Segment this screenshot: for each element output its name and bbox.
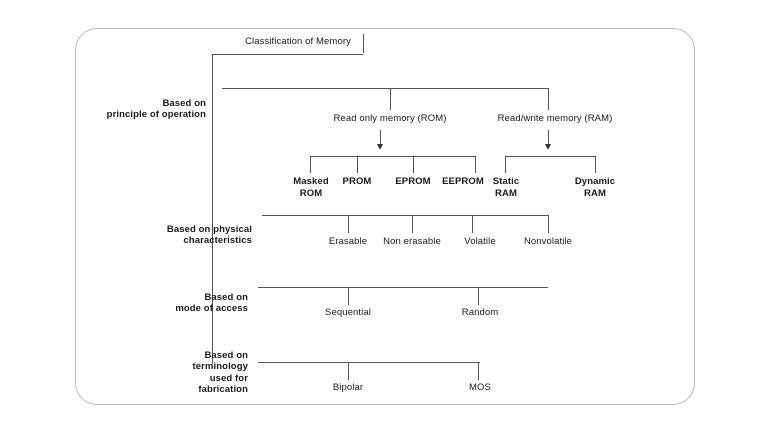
dynamic-ram-drop (595, 156, 596, 173)
leaf-volatile: Volatile (464, 236, 496, 247)
ram-drop-line (548, 88, 549, 110)
erasable-drop (348, 215, 349, 233)
leaf-non-erasable: Non erasable (383, 236, 441, 247)
branch-label-mode-of-access: Based on mode of access (175, 291, 248, 315)
leaf-static-ram: Static RAM (492, 176, 520, 199)
branch-label-principle-of-operation: Based on principle of operation (106, 97, 206, 121)
principle-branch-bar (222, 88, 548, 89)
rom-arrow-head (377, 144, 383, 150)
volatile-drop (472, 215, 473, 233)
rom-arrow-shaft (380, 130, 381, 145)
rom-children-bar (310, 156, 475, 157)
leaf-erasable: Erasable (328, 236, 368, 247)
leaf-eeprom: EEPROM (442, 176, 484, 187)
eeprom-drop (475, 156, 476, 173)
main-trunk-line (212, 88, 213, 364)
leaf-nonvolatile: Nonvolatile (523, 236, 573, 247)
mode-access-branch-bar (258, 287, 548, 288)
physical-branch-bar (262, 215, 548, 216)
ram-arrow-shaft (548, 130, 549, 145)
page-title: Classification of Memory (245, 36, 351, 47)
title-right-tick (363, 34, 364, 53)
diagram-frame (75, 28, 695, 405)
leaf-mos: MOS (469, 382, 491, 393)
leaf-masked-rom: Masked ROM (293, 176, 329, 199)
leaf-random: Random (461, 307, 499, 318)
prom-drop (357, 156, 358, 173)
ram-children-bar (505, 156, 595, 157)
mos-drop (478, 362, 479, 380)
leaf-bipolar: Bipolar (332, 382, 364, 393)
masked-rom-drop (310, 156, 311, 173)
leaf-eprom: EPROM (395, 176, 431, 187)
title-connector-vertical (212, 54, 213, 88)
random-drop (478, 287, 479, 305)
node-label-ram: Read/write memory (RAM) (497, 113, 613, 124)
non-erasable-drop (412, 215, 413, 233)
leaf-prom: PROM (342, 176, 372, 187)
ram-arrow-head (545, 144, 551, 150)
static-ram-drop (505, 156, 506, 173)
rom-drop-line (390, 88, 391, 110)
leaf-dynamic-ram: Dynamic RAM (574, 176, 616, 199)
leaf-sequential: Sequential (325, 307, 371, 318)
branch-label-physical-characteristics: Based on physical characteristics (166, 223, 252, 247)
node-label-rom: Read only memory (ROM) (333, 113, 447, 124)
terminology-branch-bar (258, 362, 480, 363)
branch-label-terminology-fabrication: Based on terminology used for fabricatio… (192, 349, 248, 396)
bipolar-drop (348, 362, 349, 380)
sequential-drop (348, 287, 349, 305)
eprom-drop (413, 156, 414, 173)
nonvolatile-drop (548, 215, 549, 233)
title-connector-horizontal (212, 54, 363, 55)
